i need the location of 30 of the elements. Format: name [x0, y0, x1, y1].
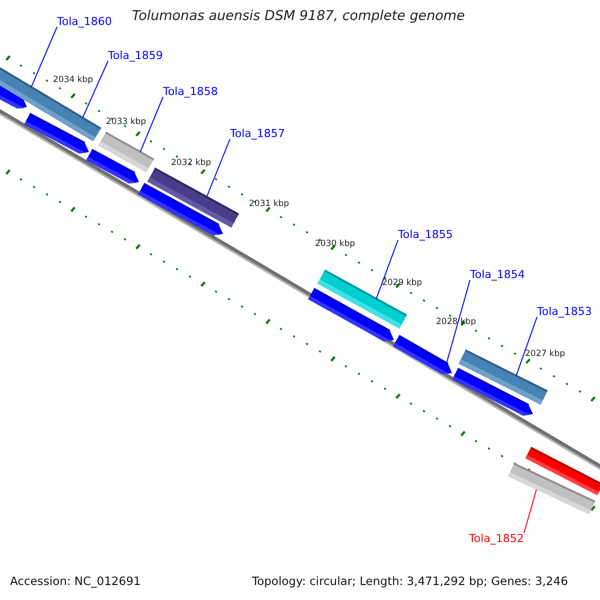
gene-bar: [98, 132, 154, 172]
scale-label: 2029 kbp: [382, 279, 422, 288]
leader-line: [376, 240, 398, 300]
gene-label: Tola_1853: [537, 306, 592, 317]
gene-bar: [393, 334, 452, 374]
gene-bar: [147, 168, 240, 228]
gene-label: Tola_1858: [163, 86, 218, 97]
gene-bar: [508, 462, 596, 514]
leader-line: [82, 60, 108, 118]
gene-bar: [317, 270, 408, 329]
scale-label: 2027 kbp: [525, 350, 566, 358]
leader-line: [206, 138, 230, 198]
gene-label: Tola_1854: [470, 269, 525, 280]
gene-label: Tola_1852: [469, 533, 524, 544]
leader-line: [524, 489, 537, 534]
gene-bar: [458, 349, 548, 405]
leader-line: [30, 26, 58, 88]
footer-text: Accession: NC_012691: [10, 576, 141, 588]
gene-label: Tola_1855: [398, 229, 453, 240]
scale-label: 2033 kbp: [106, 118, 146, 126]
title: Tolumonas auensis DSM 9187, complete genome: [132, 10, 465, 24]
leader-line: [446, 280, 470, 364]
leader-line: [140, 96, 164, 152]
gene-label: Tola_1857: [230, 128, 285, 139]
gene-label: Tola_1860: [57, 16, 112, 27]
leader-line: [516, 316, 538, 376]
footer-text: Topology: circular; Length: 3,471,292 bp; Genes: 3,246: [252, 576, 568, 588]
scale-label: 2034 kbp: [53, 76, 94, 84]
gene-label: Tola_1859: [108, 50, 163, 61]
scale-label: 2031 kbp: [249, 200, 290, 208]
